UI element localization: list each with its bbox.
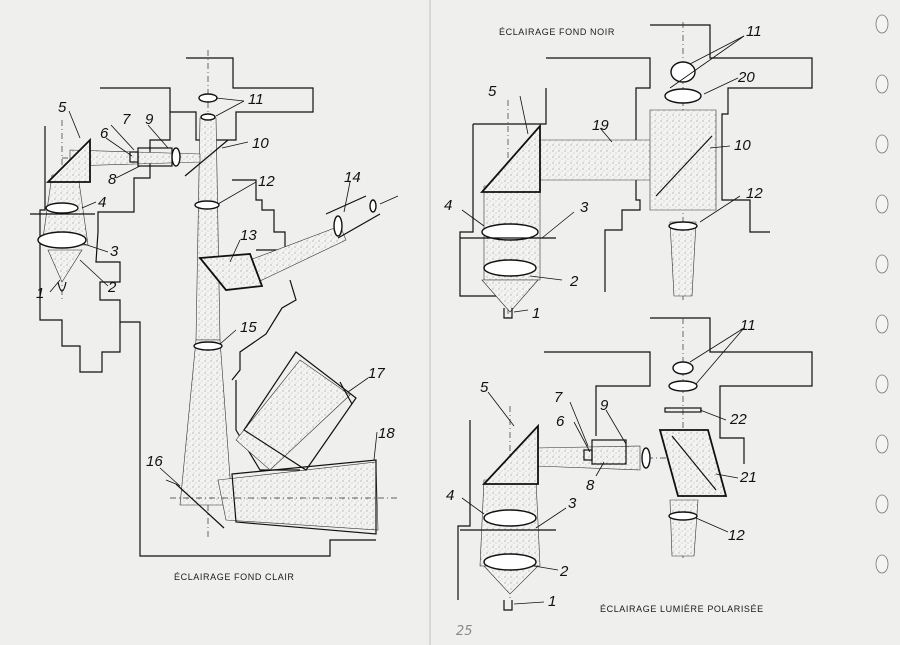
svg-text:16: 16	[146, 453, 163, 470]
diagram-bright-field: 5 7 9 6 8 10 11 12 4 3 2 1 13 14 15 17 1…	[30, 50, 400, 557]
svg-text:21: 21	[739, 469, 757, 486]
svg-text:19: 19	[592, 117, 609, 134]
svg-text:11: 11	[746, 23, 762, 40]
svg-text:22: 22	[729, 411, 747, 428]
svg-text:9: 9	[145, 111, 154, 128]
svg-text:11: 11	[740, 317, 756, 334]
caption-polarized: ÉCLAIRAGE LUMIÈRE POLARISÉE	[600, 604, 764, 614]
svg-text:18: 18	[378, 425, 395, 442]
caption-bright-field: ÉCLAIRAGE FOND CLAIR	[174, 572, 295, 582]
binder-holes	[875, 14, 889, 574]
svg-text:5: 5	[488, 83, 497, 100]
svg-text:9: 9	[600, 397, 609, 414]
svg-text:10: 10	[252, 135, 269, 152]
svg-text:14: 14	[344, 169, 361, 186]
svg-text:3: 3	[110, 243, 119, 260]
svg-text:7: 7	[554, 389, 563, 406]
svg-text:8: 8	[586, 477, 595, 494]
svg-text:3: 3	[580, 199, 589, 216]
svg-text:13: 13	[240, 227, 257, 244]
svg-text:6: 6	[556, 413, 565, 430]
svg-text:2: 2	[559, 563, 569, 580]
svg-text:17: 17	[368, 365, 385, 382]
svg-text:5: 5	[480, 379, 489, 396]
svg-text:1: 1	[532, 305, 540, 322]
svg-text:2: 2	[107, 279, 117, 296]
diagram-dark-field: 5 19 11 20 10 12 4 3 2 1	[444, 22, 813, 322]
svg-text:15: 15	[240, 319, 257, 336]
svg-text:10: 10	[734, 137, 751, 154]
svg-text:4: 4	[98, 194, 106, 211]
svg-text:8: 8	[108, 171, 117, 188]
svg-text:11: 11	[248, 91, 264, 108]
svg-text:4: 4	[444, 197, 452, 214]
svg-text:6: 6	[100, 125, 109, 142]
svg-text:12: 12	[728, 527, 745, 544]
svg-text:2: 2	[569, 273, 579, 290]
svg-text:12: 12	[746, 185, 763, 202]
caption-dark-field: ÉCLAIRAGE FOND NOIR	[499, 27, 615, 37]
svg-text:3: 3	[568, 495, 577, 512]
svg-text:7: 7	[122, 111, 131, 128]
diagram-polarized: 5 7 6 9 8 11 22 21 12 4 3 2 1	[446, 317, 813, 611]
svg-text:1: 1	[548, 593, 556, 610]
svg-text:4: 4	[446, 487, 454, 504]
svg-text:12: 12	[258, 173, 275, 190]
page-number: 25	[456, 624, 473, 639]
svg-text:1: 1	[36, 285, 44, 302]
svg-text:20: 20	[737, 69, 755, 86]
svg-text:5: 5	[58, 99, 67, 116]
